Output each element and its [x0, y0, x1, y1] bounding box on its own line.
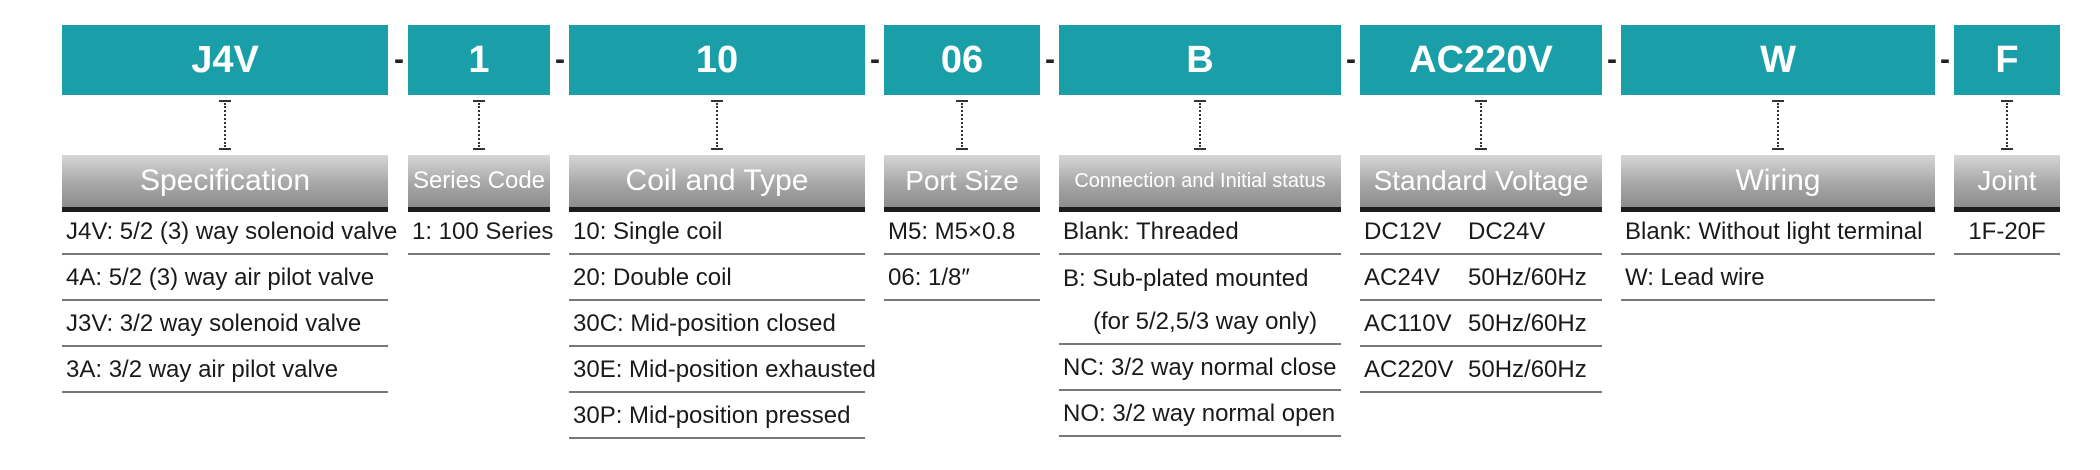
connection-row: NC: 3/2 way normal close [1059, 347, 1341, 391]
voltage-type: AC220V [1364, 356, 1454, 383]
separator-dash: - [1607, 43, 1617, 76]
connector-line [2001, 100, 2013, 150]
separator-dash: - [555, 43, 565, 76]
code-box-coil-type: 10 [569, 25, 865, 95]
voltage-row: DC12V DC24V [1360, 211, 1602, 255]
connection-row: B: Sub-plated mounted [1063, 265, 1309, 292]
separator-dash: - [1346, 43, 1356, 76]
connector-line [1772, 100, 1784, 150]
coil-row: 30C: Mid-position closed [569, 303, 865, 347]
coil-row: 20: Double coil [569, 257, 865, 301]
spec-row: J3V: 3/2 way solenoid valve [62, 303, 388, 347]
code-box-joint: F [1954, 25, 2060, 95]
port-row: 06: 1/8″ [884, 257, 1040, 301]
voltage-type: AC110V [1364, 310, 1452, 337]
separator-dash: - [394, 43, 404, 76]
joint-row: 1F-20F [1954, 211, 2060, 255]
voltage-type: AC24V [1364, 264, 1441, 291]
voltage-frequency: 50Hz/60Hz [1468, 356, 1587, 383]
connector-line [956, 100, 968, 150]
spec-row: J4V: 5/2 (3) way solenoid valve [62, 211, 397, 255]
connector-line [219, 100, 231, 150]
separator-dash: - [1940, 43, 1950, 76]
separator-dash: - [1045, 43, 1055, 76]
voltage-type: DC12V [1364, 218, 1442, 245]
connection-row: Blank: Threaded [1059, 211, 1341, 255]
separator-dash: - [870, 43, 880, 76]
code-box-port-size: 06 [884, 25, 1040, 95]
connector-line [1194, 100, 1206, 150]
header-coil-type: Coil and Type [569, 155, 865, 212]
code-box-voltage: AC220V [1360, 25, 1602, 95]
spec-row: 3A: 3/2 way air pilot valve [62, 349, 388, 393]
spec-row: 4A: 5/2 (3) way air pilot valve [62, 257, 388, 301]
connection-row: NO: 3/2 way normal open [1059, 393, 1341, 437]
header-joint: Joint [1954, 155, 2060, 212]
coil-row: 10: Single coil [569, 211, 865, 255]
connector-line [711, 100, 723, 150]
voltage-frequency: 50Hz/60Hz [1468, 310, 1587, 337]
header-standard-voltage: Standard Voltage [1360, 155, 1602, 212]
voltage-frequency: DC24V [1468, 218, 1546, 245]
connection-row: (for 5/2,5/3 way only) [1059, 301, 1341, 345]
code-box-specification: J4V [62, 25, 388, 95]
voltage-row: AC24V 50Hz/60Hz [1360, 257, 1602, 301]
voltage-row: AC220V 50Hz/60Hz [1360, 349, 1602, 393]
voltage-frequency: 50Hz/60Hz [1468, 264, 1587, 291]
wiring-row: Blank: Without light terminal [1621, 211, 1935, 255]
wiring-row: W: Lead wire [1621, 257, 1935, 301]
connector-line [473, 100, 485, 150]
port-row: M5: M5×0.8 [884, 211, 1040, 255]
header-connection: Connection and Initial status [1059, 155, 1341, 212]
coil-row: 30P: Mid-position pressed [569, 395, 865, 439]
voltage-row: AC110V 50Hz/60Hz [1360, 303, 1602, 347]
header-port-size: Port Size [884, 155, 1040, 212]
code-box-series: 1 [408, 25, 550, 95]
header-specification: Specification [62, 155, 388, 212]
connector-line [1475, 100, 1487, 150]
code-box-connection: B [1059, 25, 1341, 95]
header-wiring: Wiring [1621, 155, 1935, 212]
header-series-code: Series Code [408, 155, 550, 212]
code-box-wiring: W [1621, 25, 1935, 95]
series-row: 1: 100 Series [408, 211, 553, 255]
coil-row: 30E: Mid-position exhausted [569, 349, 876, 393]
